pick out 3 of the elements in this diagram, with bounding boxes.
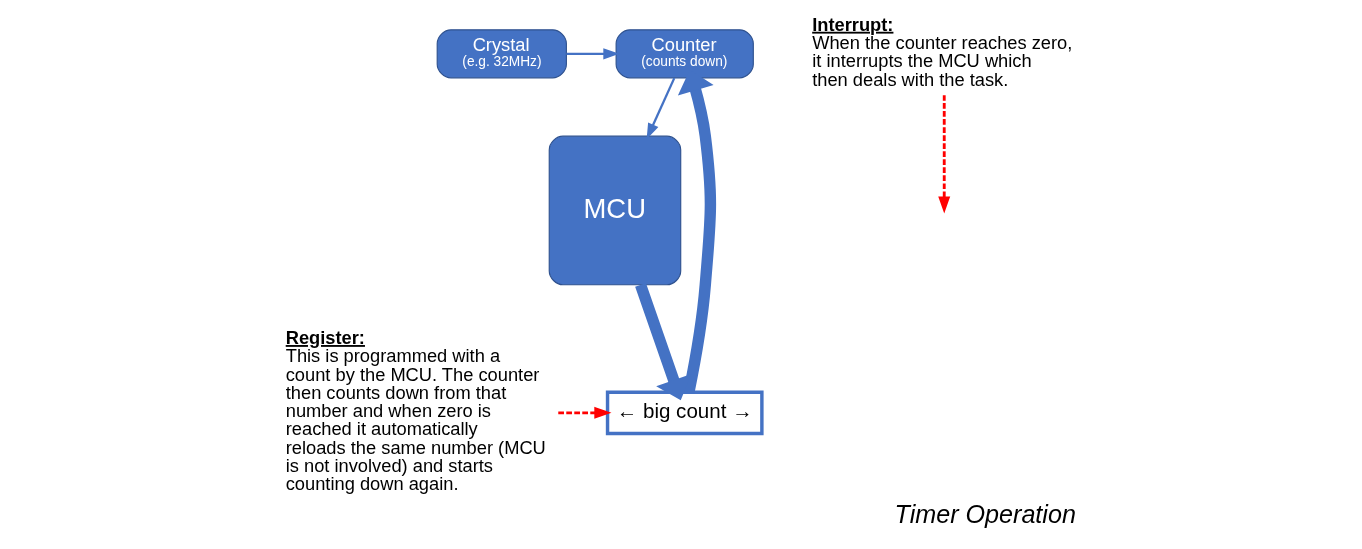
node-text: Interrupt: When the counter reaches zero, it interrupts the MCU which then deals with the task.: [812, 13, 1073, 90]
node-text: Register: This is programmed with a count by the MCU. The counter then counts down from that number and when zero is reached it automatically reloads the same number (MCU is not involved) and starts counting down again.: [285, 327, 546, 495]
caption: Timer Operation: [894, 500, 1076, 529]
